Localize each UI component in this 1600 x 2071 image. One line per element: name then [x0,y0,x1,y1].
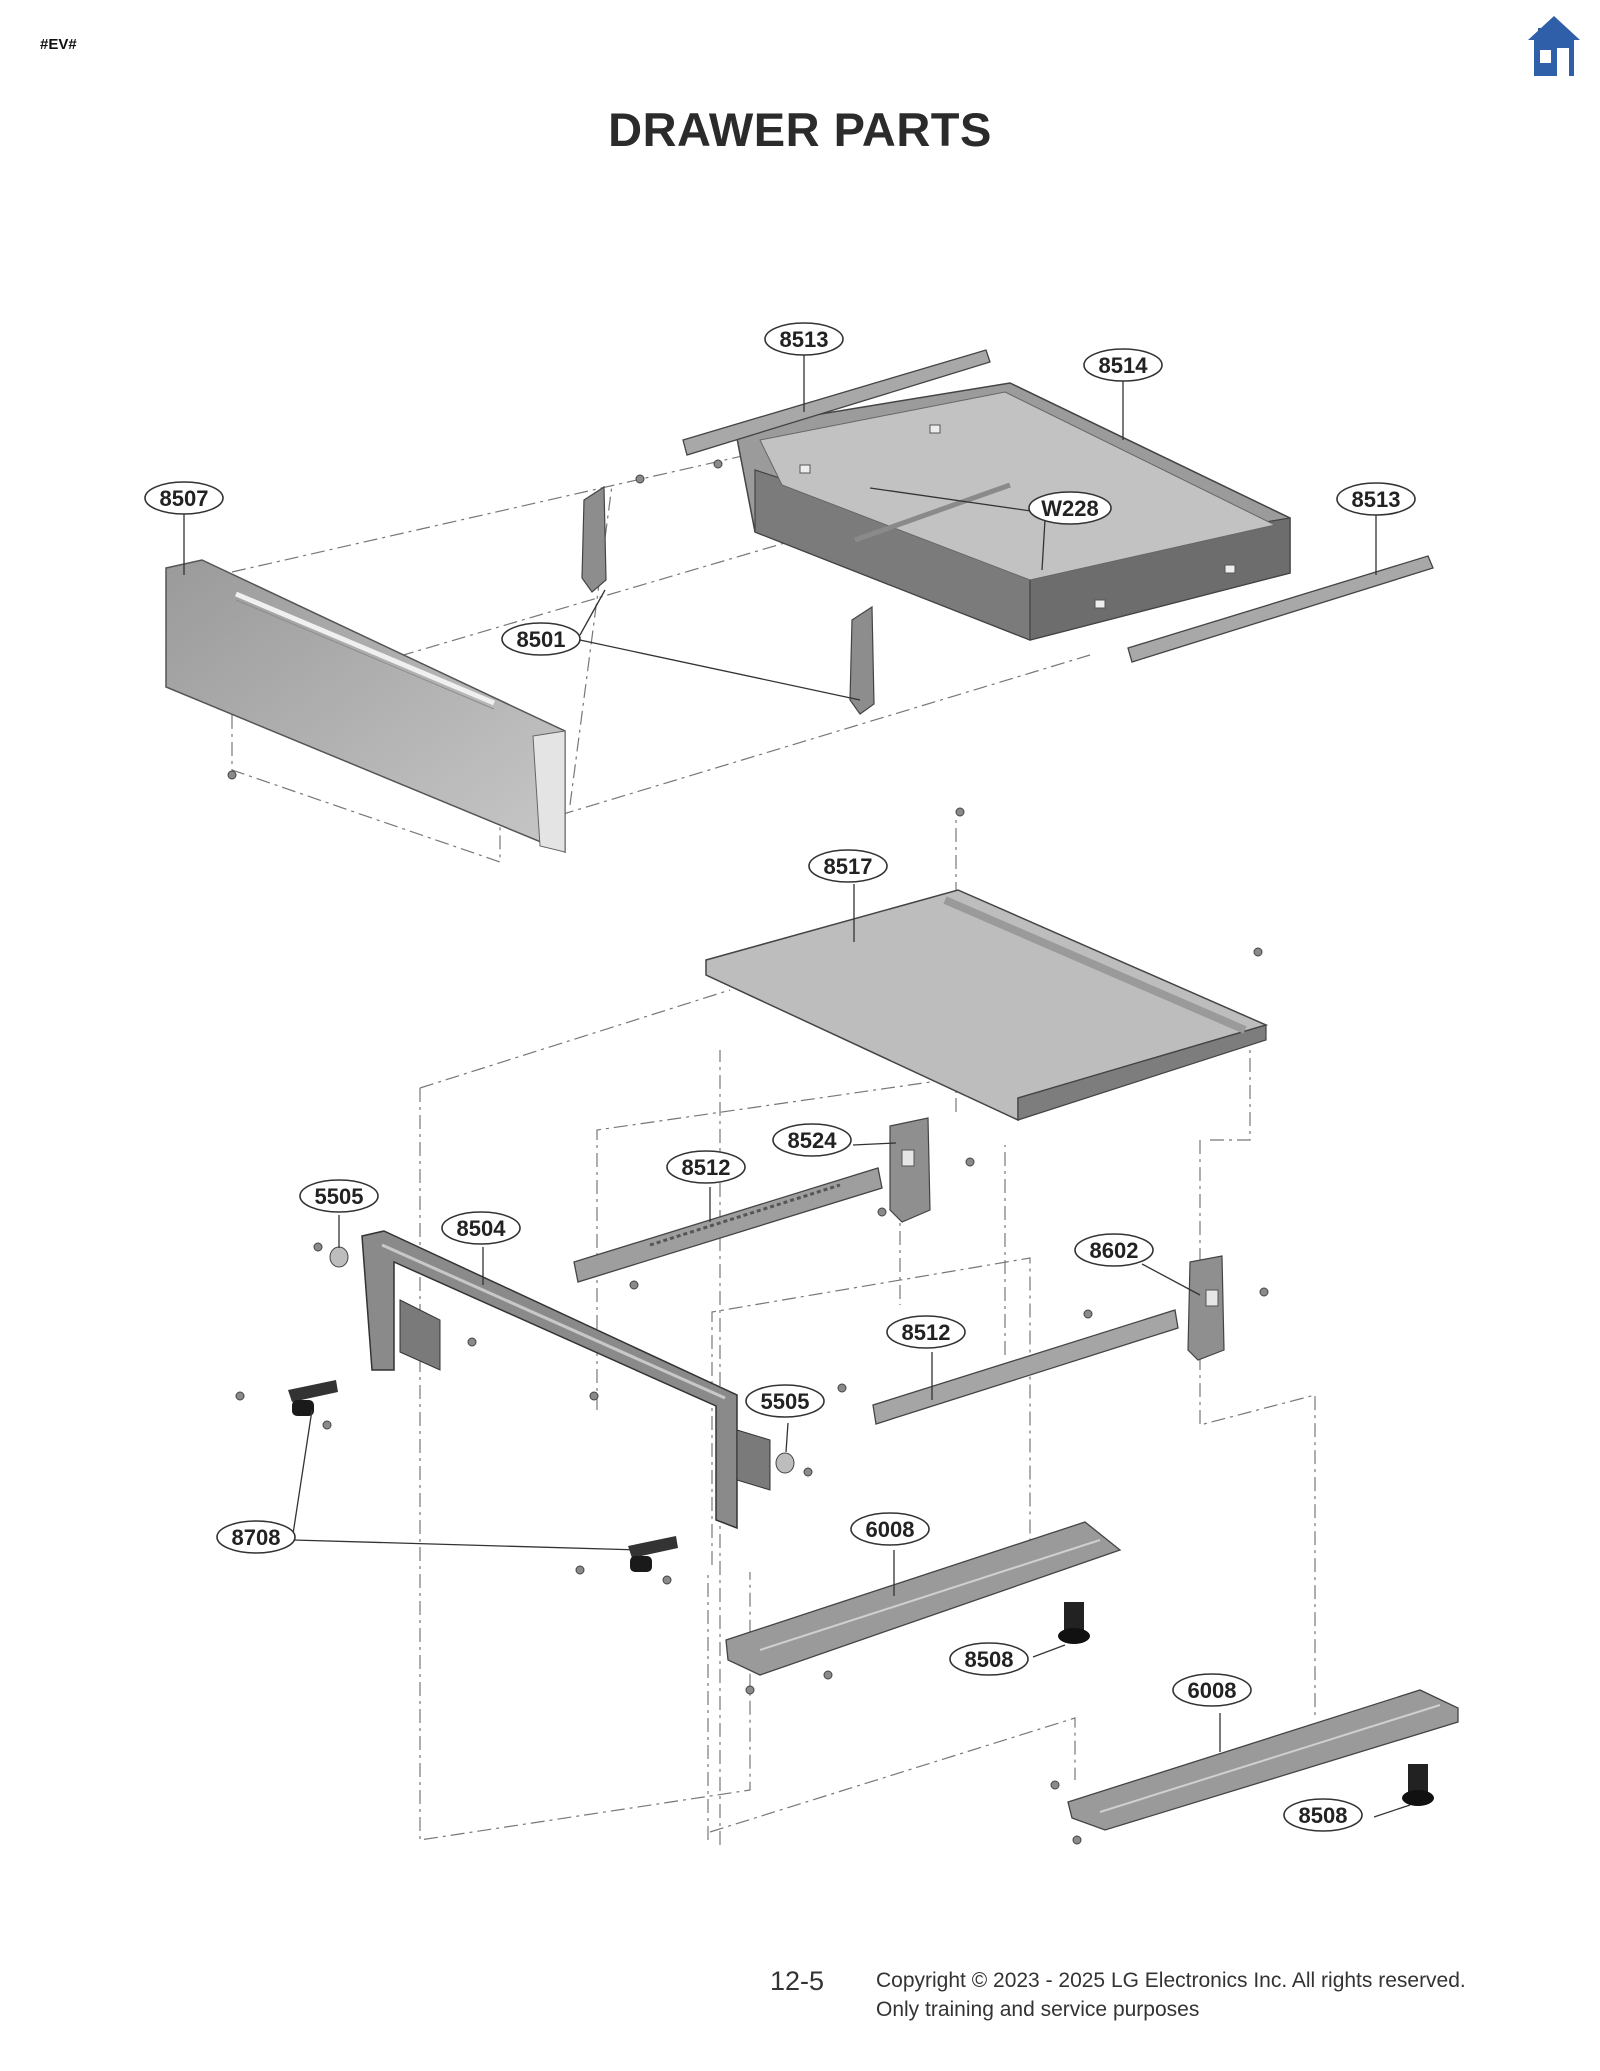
callout-8708: 8708 [216,1520,296,1554]
callout-w228: W228 [1028,491,1112,525]
callout-6008-upper: 6008 [850,1512,930,1546]
copyright-line-2: Only training and service purposes [876,1998,1200,2021]
callout-8512-upper: 8512 [666,1150,746,1184]
callout-label: 8508 [1299,1803,1348,1828]
callout-label: 8501 [517,627,566,652]
callout-label: 8512 [902,1320,951,1345]
callout-8508-lower: 8508 [1283,1798,1363,1832]
callout-5505-right: 5505 [745,1384,825,1418]
part-8507-front-panel [165,559,566,854]
part-8708-levelers [288,1380,678,1572]
document-tag: #EV# [40,36,77,53]
callout-label: 8512 [682,1155,731,1180]
callout-label: 8508 [965,1647,1014,1672]
callout-6008-lower: 6008 [1172,1673,1252,1707]
part-8512-rail-upper [573,1167,883,1283]
callout-label: 8507 [160,486,209,511]
callout-label: 8514 [1099,353,1149,378]
callout-label: 6008 [866,1517,915,1542]
leader-lines [183,354,1411,1818]
callout-label: 5505 [761,1389,810,1414]
callout-8504: 8504 [441,1211,521,1245]
home-icon [1528,16,1580,76]
callout-8512-lower: 8512 [886,1315,966,1349]
callout-8508-upper: 8508 [949,1642,1029,1676]
screws [227,459,1269,1845]
part-8514-drawer-tub [734,382,1291,641]
callout-label: 8517 [824,854,873,879]
part-8513-rail-right [1127,555,1434,663]
callout-5505-left: 5505 [299,1179,379,1213]
callout-label: 8513 [780,327,829,352]
part-8524-bracket [889,1117,931,1223]
part-8517-cover-plate [705,889,1269,1122]
part-8512-rail-lower [872,1309,1179,1425]
part-8504-frame [361,1230,771,1530]
part-8501-brackets [581,485,875,715]
callout-8602: 8602 [1074,1233,1154,1267]
callout-8513-right: 8513 [1336,482,1416,516]
callout-8513-top: 8513 [764,322,844,356]
callout-label: 5505 [315,1184,364,1209]
callout-8507: 8507 [144,481,224,515]
part-6008-rail-lower [1067,1689,1459,1831]
callout-label: W228 [1041,496,1098,521]
callout-label: 8708 [232,1525,281,1550]
home-button[interactable] [1526,14,1582,78]
part-8508-feet [1058,1602,1434,1806]
callout-label: 8513 [1352,487,1401,512]
page-title: DRAWER PARTS [608,103,992,156]
callout-8517: 8517 [808,849,888,883]
part-6008-rail-upper [725,1521,1122,1676]
callout-8514: 8514 [1083,348,1163,382]
callout-label: 6008 [1188,1678,1237,1703]
callout-label: 8602 [1090,1238,1139,1263]
page-number: 12-5 [770,1966,825,1996]
callout-8501: 8501 [501,622,581,656]
part-8513-rail-top [682,349,991,456]
callout-label: 8524 [788,1128,838,1153]
callout-label: 8504 [457,1216,507,1241]
copyright-notice: Copyright © 2023 - 2025 LG Electronics I… [876,1966,1466,2024]
part-8602-bracket [1187,1255,1225,1361]
callout-8524: 8524 [772,1123,852,1157]
copyright-line-1: Copyright © 2023 - 2025 LG Electronics I… [876,1969,1466,1992]
